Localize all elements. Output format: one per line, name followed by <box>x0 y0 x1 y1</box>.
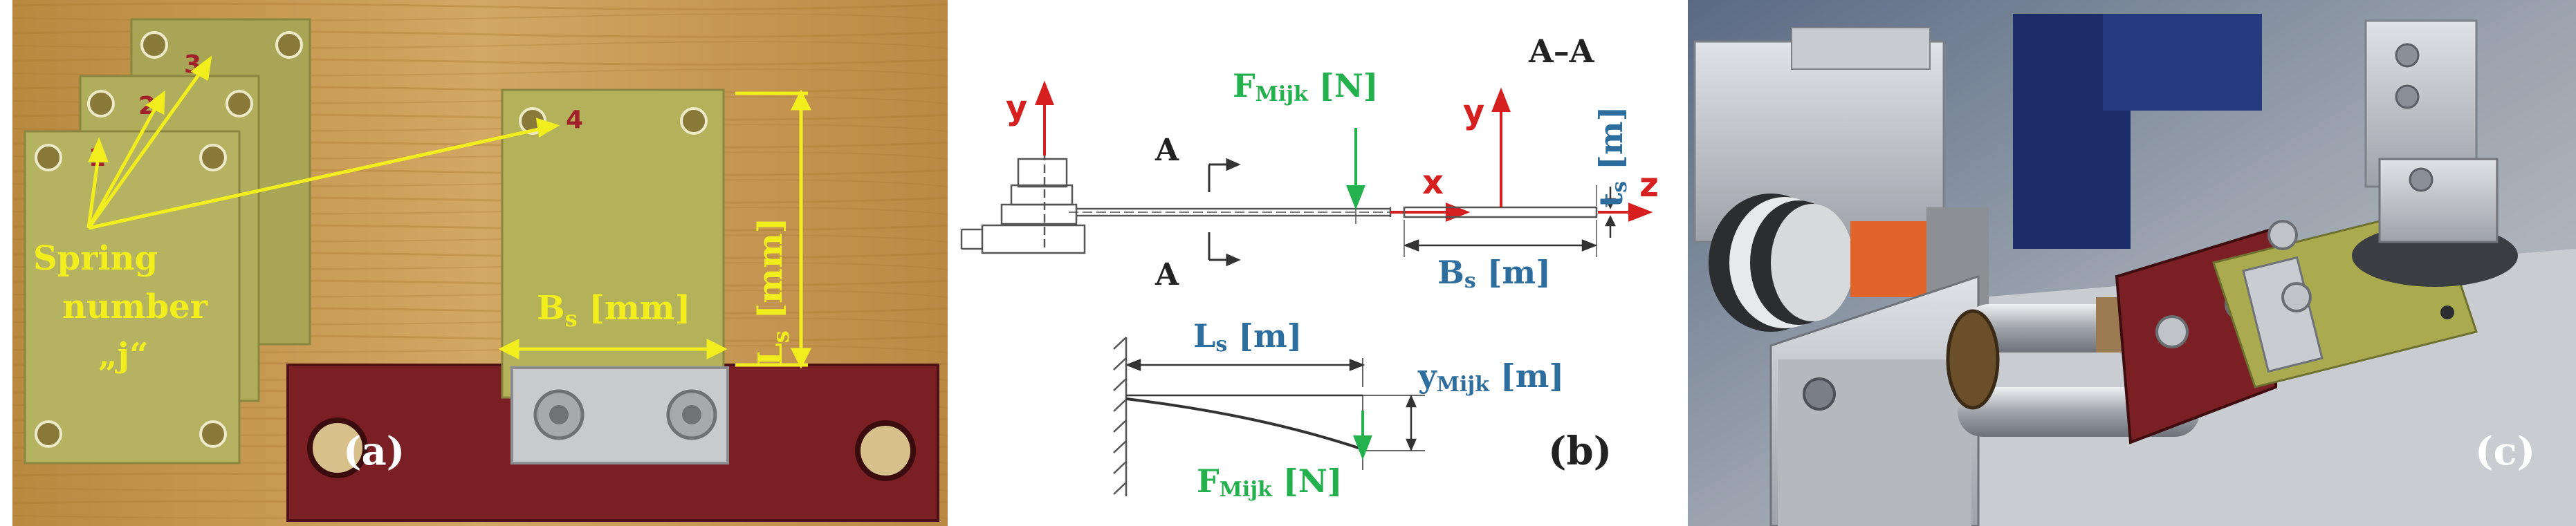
section-a-top-label: A <box>1154 133 1179 168</box>
side-y-axis <box>1035 80 1054 156</box>
thickness-dimension-arrow <box>1604 187 1617 238</box>
beam-clamp-drawing <box>960 152 1086 254</box>
length-label: Ls [mm] <box>751 218 794 366</box>
deflection-label: yMijk [m] <box>1417 357 1564 397</box>
width-label: Bs [mm] <box>537 289 690 332</box>
beam-diagram-drawing: y x A A FMijk [N] A–A <box>960 32 1659 502</box>
section-width-label: Bs [m] <box>1437 254 1551 293</box>
length-dimension-arrow <box>735 89 812 369</box>
annotation-j: „j“ <box>98 336 149 375</box>
annotation-spring: Spring <box>33 239 158 278</box>
x-axis <box>1390 203 1471 222</box>
spring-plate-4 <box>501 88 725 399</box>
panel-b-label: (b) <box>1548 429 1612 474</box>
panel-c-label: (c) <box>2475 429 2535 474</box>
spring-photo-illustration: 3 2 1 4 Spring number „j“ Bs [mm] <box>12 0 948 526</box>
z-axis <box>1598 203 1653 222</box>
force-arrow-deflection <box>1353 411 1372 460</box>
spring-number-4: 4 <box>566 106 583 134</box>
deflection-dimension-arrow <box>1363 394 1425 452</box>
x-axis-label: x <box>1422 163 1444 202</box>
section-line-a <box>1208 158 1241 267</box>
beam-side-view <box>1069 200 1425 224</box>
length-label-b: Ls [m] <box>1193 317 1302 357</box>
length-dimension-arrow-b <box>1125 358 1365 387</box>
force-arrow-side <box>1346 128 1365 210</box>
section-y-axis-label: y <box>1463 93 1484 131</box>
cantilever-beam <box>1125 394 1363 470</box>
thickness-label: ts [m] <box>1592 106 1632 207</box>
z-axis-label: z <box>1639 166 1659 205</box>
cantilever-wall <box>1113 337 1128 496</box>
force-label-deflection: FMijk [N] <box>1197 462 1343 502</box>
spring-plate-1 <box>24 130 241 464</box>
width-dimension-arrow <box>498 338 728 360</box>
side-y-axis-label: y <box>1006 88 1027 127</box>
section-y-axis <box>1491 87 1511 207</box>
section-a-bottom-label: A <box>1154 257 1179 292</box>
orange-block <box>1850 221 1933 297</box>
force-label-side: FMijk [N] <box>1233 67 1379 106</box>
spring-number-arrows <box>86 55 560 230</box>
panel-b-beam-diagram: y x A A FMijk [N] A–A <box>948 0 1681 526</box>
disc-stack <box>1709 194 1854 332</box>
annotation-number: number <box>62 288 208 326</box>
test-rig-illustration: (c) <box>1688 0 2576 526</box>
section-title: A–A <box>1528 32 1595 70</box>
panel-c-test-rig-photo: (c) <box>1688 0 2576 526</box>
section-width-dimension-arrow <box>1403 239 1598 252</box>
panel-a-label: (a) <box>343 429 405 474</box>
panel-a-spring-photo: 3 2 1 4 Spring number „j“ Bs [mm] <box>12 0 948 526</box>
clamp-plate <box>510 366 729 464</box>
